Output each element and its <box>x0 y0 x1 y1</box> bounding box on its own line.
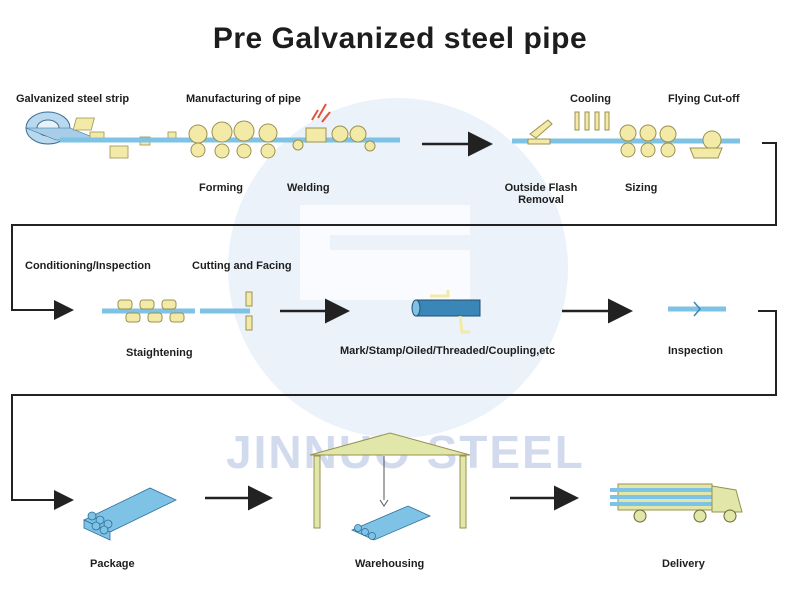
label-cooling: Cooling <box>570 93 611 105</box>
label-outside-flash-line1: Outside Flash <box>504 182 578 194</box>
label-mark-stamp: Mark/Stamp/Oiled/Threaded/Coupling,etc <box>340 345 556 357</box>
warehouse-pipe-bundle-icon <box>351 505 431 541</box>
label-warehousing: Warehousing <box>355 558 425 570</box>
label-welding: Welding <box>287 182 330 194</box>
inspection-pipe-icon <box>668 301 726 317</box>
warehouse-shed-icon <box>309 432 471 529</box>
delivery-truck-icon <box>610 483 743 523</box>
connector-row2-row3 <box>11 310 777 510</box>
flash-removal-icon <box>527 119 553 145</box>
label-manufacturing-of-pipe: Manufacturing of pipe <box>186 93 301 105</box>
label-cutting-and-facing: Cutting and Facing <box>192 260 292 272</box>
label-flying-cut-off: Flying Cut-off <box>668 93 740 105</box>
welding-icon <box>292 103 376 152</box>
steel-coil-icon <box>25 111 101 145</box>
label-outside-flash-removal: Outside Flash Removal <box>505 182 578 206</box>
label-forming: Forming <box>199 182 243 194</box>
cutting-facing-icon <box>245 291 253 331</box>
cooling-nozzles-icon <box>574 111 610 131</box>
sizing-rollers-icon <box>619 124 677 158</box>
marking-station-icon <box>411 290 481 334</box>
label-galvanized-steel-strip: Galvanized steel strip <box>16 93 130 105</box>
pipe-bundle-package-icon <box>83 487 177 541</box>
connector-row1-row2 <box>11 142 777 320</box>
page-title: Pre Galvanized steel pipe <box>212 22 588 55</box>
label-delivery: Delivery <box>662 558 705 570</box>
label-outside-flash-line2: Removal <box>518 194 564 206</box>
label-sizing: Sizing <box>625 182 658 194</box>
flying-cutoff-saw-icon <box>689 130 723 159</box>
straightening-rollers-icon <box>117 299 185 323</box>
label-package: Package <box>90 558 135 570</box>
label-straightening: Staightening <box>126 347 193 359</box>
label-conditioning-inspection: Conditioning/Inspection <box>25 260 151 272</box>
forming-rollers-icon <box>188 120 278 159</box>
label-inspection: Inspection <box>668 345 724 357</box>
